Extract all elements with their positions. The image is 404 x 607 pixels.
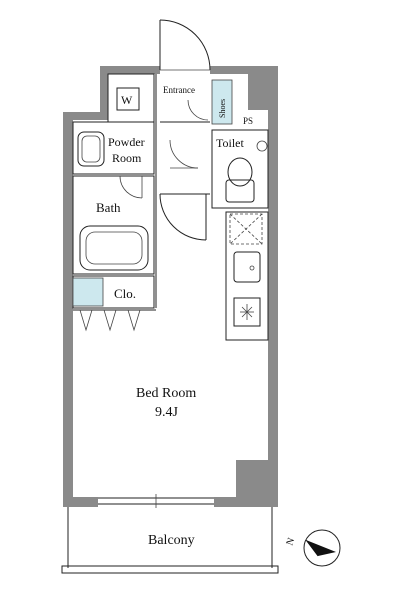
powder-room-box [72, 121, 155, 175]
closet-label: Clo. [114, 286, 136, 301]
shoes-closet [211, 79, 233, 125]
balcony-window [98, 494, 214, 508]
balcony-label: Balcony [148, 533, 195, 548]
top-wall-left [100, 66, 160, 74]
toilet-icon [225, 140, 268, 203]
washer-label: W [121, 93, 133, 107]
kitchen-counter [225, 211, 269, 341]
shoes-label: Shoes [218, 99, 227, 118]
powder-room-label-1: Powder [108, 135, 145, 149]
balcony [61, 507, 279, 574]
toilet-box [211, 129, 269, 209]
powder-room-label-2: Room [112, 151, 142, 165]
washer-icon [116, 87, 140, 111]
entrance-door [159, 19, 211, 71]
exterior-walls [63, 66, 278, 507]
sink-icon [77, 131, 105, 167]
left-wall [63, 118, 73, 506]
upper-left-step-wall [100, 66, 108, 118]
hall-door [159, 193, 210, 241]
kitchen-drain-icon [249, 265, 255, 271]
right-wall [268, 66, 278, 506]
toilet-label: Toilet [216, 136, 244, 150]
pipe-shaft [248, 74, 270, 110]
ps-label: PS [243, 116, 253, 126]
closet-doors [79, 309, 141, 332]
bottom-wall-right [214, 497, 278, 507]
kitchen-sink-icon [233, 251, 261, 283]
compass-label: N [284, 536, 297, 547]
bath-door [119, 175, 143, 199]
closet-storage [72, 277, 104, 307]
bath-box [72, 175, 155, 275]
upper-left-wall [63, 112, 108, 120]
bath-label: Bath [96, 200, 121, 215]
entrance-label: Entrance [163, 85, 195, 95]
shoes-door-arc [187, 99, 209, 121]
bedroom-size: 9.4J [155, 405, 179, 420]
compass [303, 529, 341, 567]
bottom-wall-left [63, 497, 98, 507]
bedroom-name: Bed Room [136, 386, 196, 401]
bathtub-icon [79, 225, 149, 271]
powder-door-arc [169, 139, 199, 169]
top-wall-right [210, 66, 278, 74]
stove-icon [233, 297, 261, 327]
refrigerator-space [229, 213, 263, 245]
